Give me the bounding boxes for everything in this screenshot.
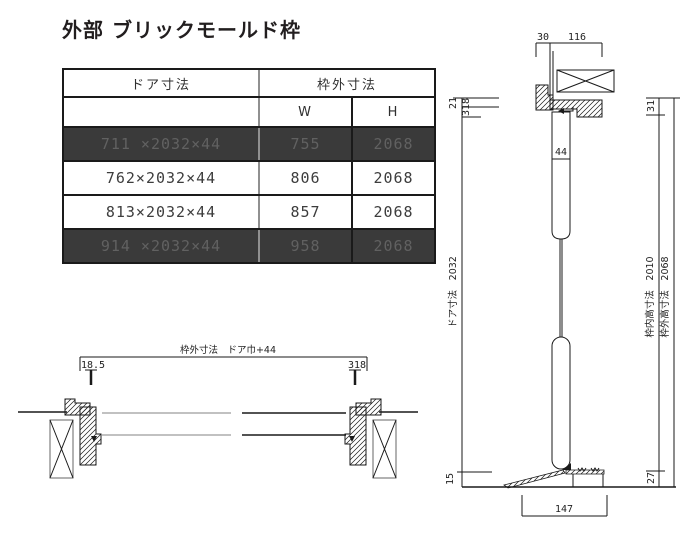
head-jamb [549,99,603,118]
frame-height-cell: 2068 [373,237,414,255]
right-dimension-lines [646,97,680,487]
dim-30-label: 30 [537,32,549,43]
door-height-label: ドア寸法 2032 [447,256,459,328]
frame-width-cell: 958 [260,230,353,262]
dim-147-label: 147 [555,504,573,515]
frame-height-cell: 2068 [373,135,414,153]
dim-318-plan-label: 318 [348,360,366,371]
dimension-table: ドア寸法 枠外寸法 W H 711 ×2032×44 755 2068 762×… [62,68,436,264]
door-size-header: ドア寸法 [64,70,260,96]
weatherstrip-marks [577,467,600,472]
left-jamb [79,406,102,466]
width-dimension-line [79,356,368,371]
height-header: H [387,104,400,120]
frame-height-cell: 2068 [373,169,414,187]
dim-15-label: 15 [445,473,456,485]
table-row: 914 ×2032×44 958 2068 [64,228,434,262]
table-row: 762×2032×44 806 2068 [64,160,434,194]
sill-supports [572,474,604,487]
door-bottom-seal [562,463,571,470]
table-row: 813×2032×44 857 2068 [64,194,434,228]
right-stop-arrow [349,436,355,442]
dim-44-label: 44 [555,147,567,158]
table-subheader-row: W H [64,96,434,126]
dim-318-label: 318 [461,98,472,116]
door-size-cell: 813×2032×44 [64,196,260,228]
door-break-line [559,239,563,337]
left-dimension-lines [453,97,499,487]
head-blocking-x-box [556,69,615,93]
right-stud-x-box [372,419,397,479]
dim-21-label: 21 [448,97,459,109]
inner-height-label: 枠内高寸法 2010 [644,256,656,337]
dim-116-label: 116 [568,32,586,43]
door-size-cell: 711 ×2032×44 [64,128,260,160]
left-stud-x-box [49,419,74,479]
left-stop-arrow [91,436,97,442]
width-header: W [260,98,353,126]
page-title: 外部 ブリックモールド枠 [62,18,301,42]
outer-width-label: 枠外寸法 ドア巾+44 [180,344,276,356]
door-size-cell: 762×2032×44 [64,162,260,194]
head-dimension-lines [535,42,603,57]
vertical-section-drawing: 30 116 44 147 21 318 ドア寸法 [445,32,680,517]
frame-width-cell: 857 [260,196,353,228]
table-header-row: ドア寸法 枠外寸法 [64,70,434,96]
right-jamb [344,406,367,466]
door-leaf-right-half [242,412,346,436]
dim-27-label: 27 [646,472,657,484]
door-leaf-left-half [102,412,231,436]
dim-31-label: 31 [646,100,657,112]
plan-section-drawing: 枠外寸法 ドア巾+44 18.5 318 [18,344,418,479]
sill-dimension-lines [521,495,608,517]
door-size-cell: 914 ×2032×44 [64,230,260,262]
wall-line [549,51,554,100]
door-leaf-bottom [551,336,571,470]
frame-width-cell: 755 [260,128,353,160]
frame-height-cell: 2068 [373,203,414,221]
outer-height-label: 枠外高寸法 2068 [659,256,671,337]
table-row: 711 ×2032×44 755 2068 [64,126,434,160]
head-seal-arrow [558,108,564,114]
frame-size-header: 枠外寸法 [316,77,377,93]
sill-ramp [503,469,566,489]
dim-185-label: 18.5 [81,360,105,371]
head-seal-mark [563,107,574,112]
empty-header-cell [64,98,260,126]
sill-plate [565,469,605,475]
frame-width-cell: 806 [260,162,353,194]
head-brick-mould [535,84,554,111]
door-leaf-top [551,111,571,240]
